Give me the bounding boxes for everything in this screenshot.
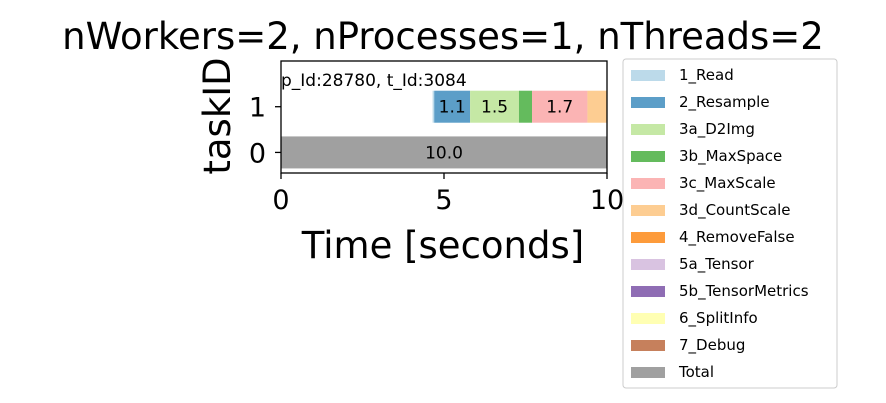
y-tick-label: 0 [249,138,266,169]
legend-swatch-6_SplitInfo [631,313,665,324]
x-axis-label: Time [seconds] [301,224,584,267]
bar-label-3c_MaxScale-task-1: 1.7 [546,98,573,118]
bar-label-3a_D2Img-task-1: 1.5 [481,98,508,118]
bar-label-Total-task-0: 10.0 [425,143,463,163]
legend-swatch-1_Read [631,70,665,81]
bar-labels-layer: 10.0 1.1 1.5 1.7 [425,98,573,164]
legend-swatch-4_RemoveFalse [631,232,665,243]
y-axis-label: taskID [196,57,239,174]
legend-label-3b_MaxSpace: 3b_MaxSpace [679,147,782,166]
legend-label-Total: Total [678,363,714,381]
bar-3d_CountScale-task-1 [587,90,607,123]
legend-swatch-3d_CountScale [631,205,665,216]
legend-label-1_Read: 1_Read [679,66,734,85]
legend-swatch-3a_D2Img [631,124,665,135]
x-tick-label: 10 [590,185,624,216]
y-ticks-layer: 01 [249,93,281,169]
y-tick-label: 1 [249,93,266,124]
bar-label-2_Resample-task-1: 1.1 [439,98,466,118]
x-tick-label: 0 [272,185,289,216]
bar-3b_MaxSpace-task-1 [518,90,533,123]
legend-swatch-7_Debug [631,340,665,351]
legend-swatch-3c_MaxScale [631,178,665,189]
legend-label-2_Resample: 2_Resample [679,93,770,112]
legend-label-6_SplitInfo: 6_SplitInfo [679,309,758,328]
legend-swatch-5b_TensorMetrics [631,286,665,297]
bar-Total-task-0 [281,136,607,169]
legend-label-5b_TensorMetrics: 5b_TensorMetrics [679,282,809,301]
legend-swatch-2_Resample [631,97,665,108]
legend-label-5a_Tensor: 5a_Tensor [679,255,755,274]
bar-3c_MaxScale-task-1 [532,90,588,123]
legend-items: 1_Read 2_Resample 3a_D2Img 3b_MaxSpace 3c_Ma… [631,66,809,381]
bar-3a_D2Img-task-1 [470,90,519,123]
x-ticks-layer: 0 5 10 [272,173,624,216]
legend-label-3d_CountScale: 3d_CountScale [679,201,790,220]
legend: 1_Read 2_Resample 3a_D2Img 3b_MaxSpace 3c_Ma… [622,58,838,389]
process-thread-annotation: p_Id:28780, t_Id:3084 [281,71,467,91]
legend-label-7_Debug: 7_Debug [679,336,745,355]
bar-1_Read-task-1 [432,90,435,123]
x-tick-label: 5 [435,185,452,216]
legend-frame [622,58,838,389]
legend-swatch-3b_MaxSpace [631,151,665,162]
legend-swatch-Total [631,367,665,378]
bar-2_Resample-task-1 [434,90,471,123]
chart-title: nWorkers=2, nProcesses=1, nThreads=2 [62,15,824,58]
legend-label-3a_D2Img: 3a_D2Img [679,120,755,139]
legend-label-4_RemoveFalse: 4_RemoveFalse [679,228,795,247]
legend-label-3c_MaxScale: 3c_MaxScale [679,174,776,193]
bars-layer [281,90,607,169]
legend-swatch-5a_Tensor [631,259,665,270]
